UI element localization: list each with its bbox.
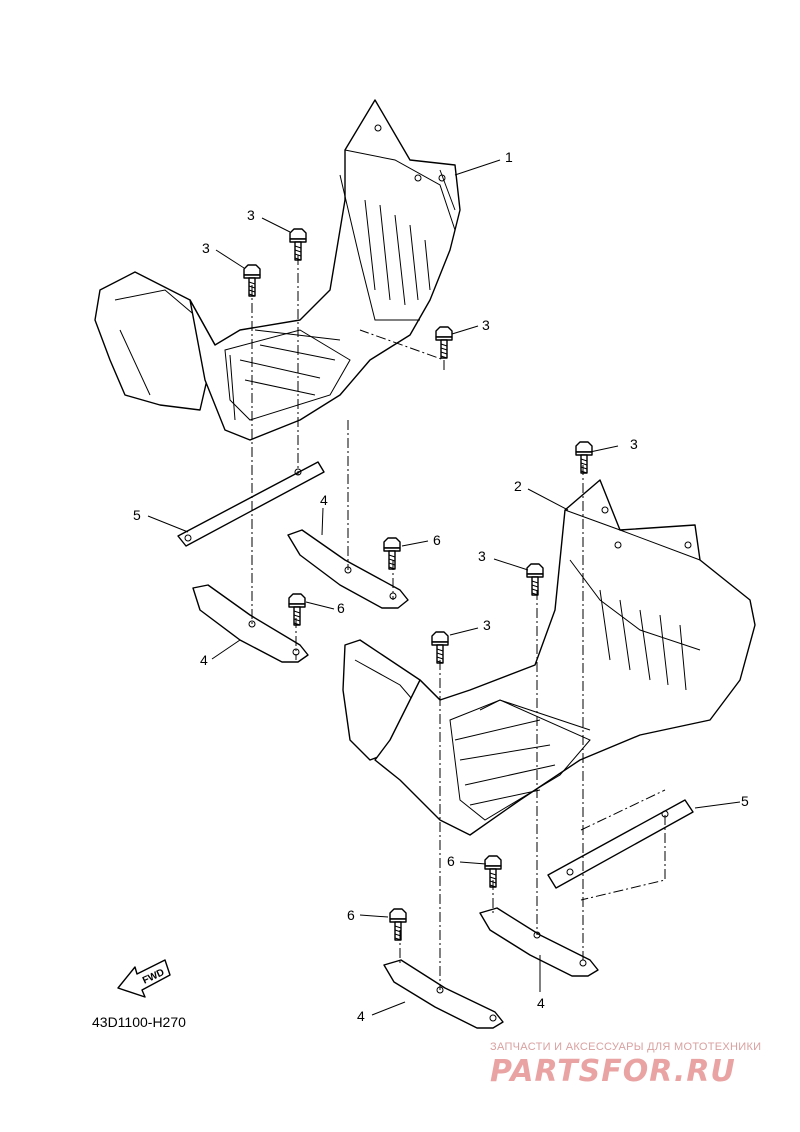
- fwd-arrow-icon: FWD: [117, 959, 171, 998]
- callout-5: 5: [741, 793, 749, 809]
- callout-2: 2: [514, 478, 522, 494]
- bolt-icon: [288, 593, 306, 626]
- callout-4: 4: [320, 492, 328, 508]
- callout-numbers: 1 2 3 3 3 3 3 3 4 4 4 4 5 5 6 6 6 6: [133, 149, 749, 1024]
- callout-3: 3: [478, 548, 486, 564]
- bolt-icon: [526, 563, 544, 596]
- callout-4: 4: [200, 652, 208, 668]
- callout-3: 3: [202, 240, 210, 256]
- diagram-code: 43D1100-H270: [92, 1014, 186, 1030]
- bracket-4: [383, 959, 504, 1029]
- watermark-logo: PARTSFOR.RU: [490, 1054, 736, 1089]
- bolt-icon: [431, 631, 449, 664]
- callout-6: 6: [433, 532, 441, 548]
- bracket-4: [479, 907, 599, 977]
- callout-1: 1: [505, 149, 513, 165]
- footrest-plate-2: [342, 479, 756, 836]
- callout-4: 4: [537, 995, 545, 1011]
- bracket-4: [192, 584, 309, 663]
- bolt-icon: [435, 326, 453, 359]
- bolt-icon: [389, 908, 407, 941]
- callout-6: 6: [447, 853, 455, 869]
- callout-4: 4: [357, 1008, 365, 1024]
- callout-3: 3: [247, 207, 255, 223]
- callout-5: 5: [133, 507, 141, 523]
- bracket-5: [177, 461, 325, 547]
- callout-3: 3: [482, 317, 490, 333]
- center-lines: [251, 255, 666, 990]
- bolt-icon: [484, 855, 502, 888]
- footrest-plate-1: [94, 99, 461, 441]
- bolt-icon: [575, 441, 593, 474]
- leader-lines: [147, 159, 741, 1016]
- callout-3: 3: [483, 617, 491, 633]
- bracket-5: [547, 799, 694, 889]
- callout-6: 6: [347, 907, 355, 923]
- bolt-icon: [383, 537, 401, 570]
- hardware-layer: [177, 228, 694, 1029]
- callout-6: 6: [337, 600, 345, 616]
- callout-3: 3: [630, 436, 638, 452]
- watermark-tagline: ЗАПЧАСТИ И АКСЕССУАРЫ ДЛЯ МОТОТЕХНИКИ: [490, 1041, 762, 1053]
